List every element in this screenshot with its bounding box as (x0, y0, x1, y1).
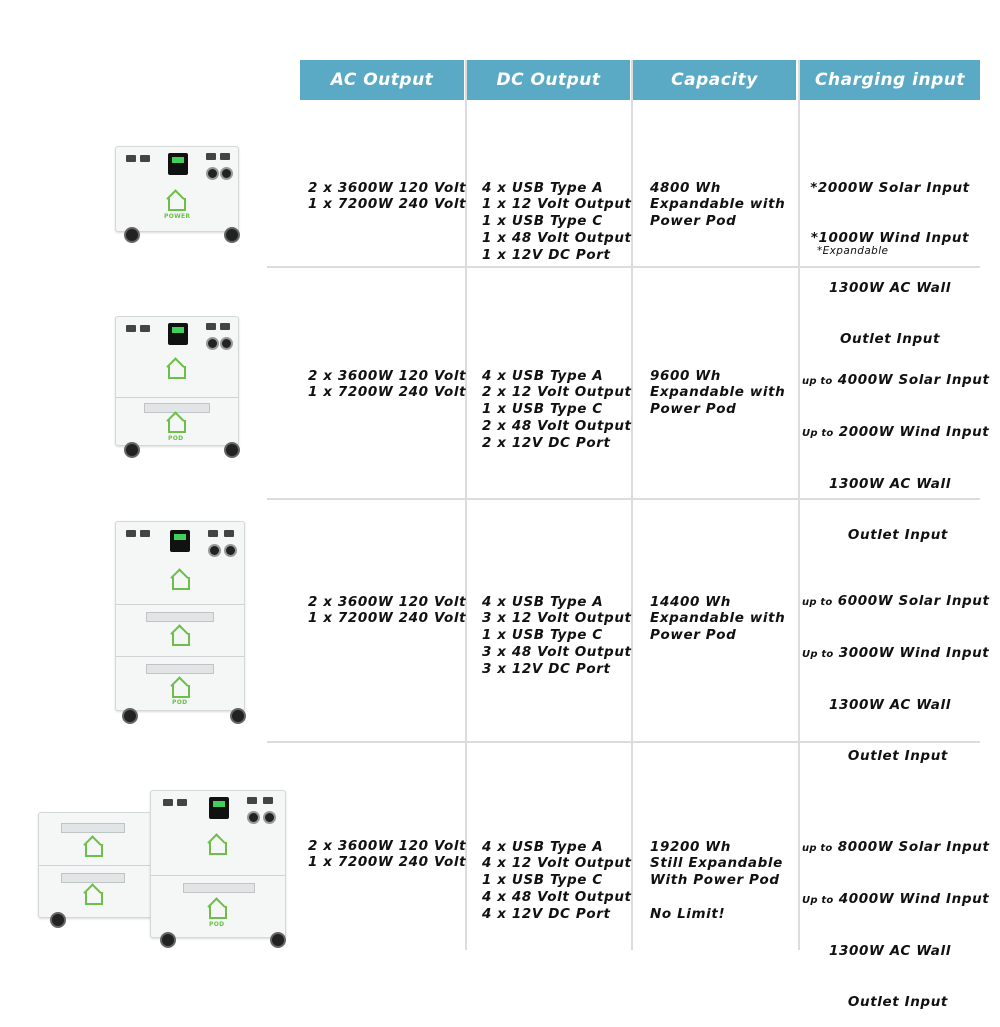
grid-hline (267, 741, 980, 743)
header-capacity: Capacity (633, 60, 796, 100)
row3-charging-input: up to 6000W Solar Input Up to 3000W Wind… (802, 592, 990, 764)
row1-charging-input: *2000W Solar Input *1000W Wind Input 130… (810, 179, 970, 347)
expandable-note: *Expandable (817, 245, 889, 257)
grid-hline (267, 498, 980, 500)
header-ac-output: AC Output (300, 60, 464, 100)
grid-hline (267, 266, 980, 268)
grid-vline (465, 60, 467, 950)
header-dc-output: DC Output (467, 60, 630, 100)
header-charging-input: Charging input (800, 60, 980, 100)
grid-vline (631, 60, 633, 950)
logo-text: POD (209, 921, 225, 928)
logo-text: POD (172, 699, 188, 706)
grid-vline (798, 60, 800, 950)
row2-charging-input: up to 4000W Solar Input Up to 2000W Wind… (802, 371, 990, 543)
logo-text: POD (168, 435, 184, 442)
logo-text: POWER (164, 213, 191, 220)
row4-charging-input: up to 8000W Solar Input Up to 4000W Wind… (802, 838, 990, 1010)
